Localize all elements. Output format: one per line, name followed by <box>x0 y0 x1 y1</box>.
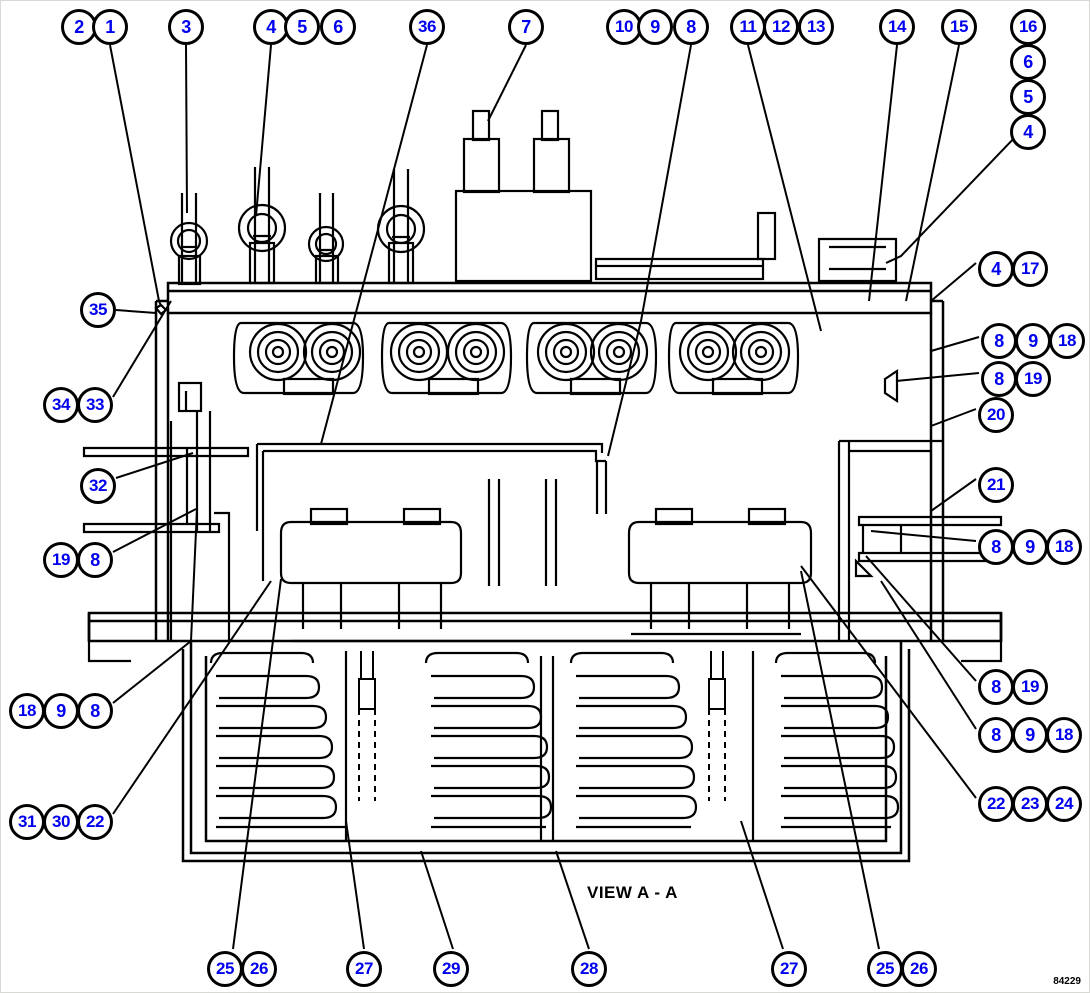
callout-bubble[interactable]: 8 <box>981 361 1017 397</box>
callout-bubble[interactable]: 8 <box>978 717 1014 753</box>
callout-bubble[interactable]: 31 <box>9 804 45 840</box>
mid-deck <box>87 611 1003 643</box>
callout-bubble[interactable]: 6 <box>1010 44 1046 80</box>
callout-bubble[interactable]: 24 <box>1046 786 1082 822</box>
view-section-label: VIEW A - A <box>587 883 678 902</box>
callout-bubble[interactable]: 9 <box>637 9 673 45</box>
callout-bubble[interactable]: 26 <box>901 951 937 987</box>
callout-bubble[interactable]: 8 <box>673 9 709 45</box>
callout-bubble[interactable]: 25 <box>207 951 243 987</box>
callout-bubble[interactable]: 9 <box>1012 529 1048 565</box>
callout-bubble[interactable]: 6 <box>320 9 356 45</box>
callout-bubble[interactable]: 16 <box>1010 9 1046 45</box>
callout-bubble[interactable]: 27 <box>346 951 382 987</box>
callout-bubble[interactable]: 21 <box>978 467 1014 503</box>
callout-bubble[interactable]: 23 <box>1012 786 1048 822</box>
callout-bubble[interactable]: 10 <box>606 9 642 45</box>
callout-bubble[interactable]: 8 <box>77 542 113 578</box>
callout-bubble[interactable]: 18 <box>1046 717 1082 753</box>
callout-bubble[interactable]: 12 <box>763 9 799 45</box>
callout-bubble[interactable]: 27 <box>771 951 807 987</box>
callout-bubble[interactable]: 30 <box>43 804 79 840</box>
callout-bubble[interactable]: 35 <box>80 292 116 328</box>
callout-bubble[interactable]: 4 <box>1010 114 1046 150</box>
callout-bubble[interactable]: 34 <box>43 387 79 423</box>
callout-bubble[interactable]: 8 <box>981 323 1017 359</box>
left-side-ports <box>82 303 250 641</box>
callout-bubble[interactable]: 19 <box>1015 361 1051 397</box>
callout-bubble[interactable]: 32 <box>80 468 116 504</box>
callout-bubble[interactable]: 26 <box>241 951 277 987</box>
callout-bubble[interactable]: 33 <box>77 387 113 423</box>
callout-bubble[interactable]: 20 <box>978 397 1014 433</box>
callout-bubble[interactable]: 22 <box>77 804 113 840</box>
callout-bubble[interactable]: 28 <box>571 951 607 987</box>
callout-bubble[interactable]: 9 <box>1015 323 1051 359</box>
callout-bubble[interactable]: 11 <box>730 9 766 45</box>
callout-bubble[interactable]: 5 <box>1010 79 1046 115</box>
leader-lines-top <box>109 44 1020 457</box>
callout-bubble[interactable]: 5 <box>284 9 320 45</box>
callout-bubble[interactable]: 19 <box>1012 669 1048 705</box>
pan-partitions <box>344 651 755 841</box>
callout-bubble[interactable]: 9 <box>1012 717 1048 753</box>
callout-bubble[interactable]: 29 <box>433 951 469 987</box>
callout-bubble[interactable]: 17 <box>1012 251 1048 287</box>
valve-stem-assemblies <box>169 167 426 286</box>
callout-bubble[interactable]: 2 <box>61 9 97 45</box>
right-side-ports <box>837 368 1003 641</box>
callout-bubble[interactable]: 3 <box>168 9 204 45</box>
cylinder-bore-groups <box>232 321 800 396</box>
callout-bubble[interactable]: 19 <box>43 542 79 578</box>
lower-detail-lines <box>87 613 1003 663</box>
callout-bubble[interactable]: 1 <box>92 9 128 45</box>
callout-bubble[interactable]: 18 <box>1046 529 1082 565</box>
callout-bubble[interactable]: 8 <box>978 669 1014 705</box>
top-assembly <box>454 109 898 283</box>
callout-bubble[interactable]: 7 <box>508 9 544 45</box>
callout-bubble[interactable]: 14 <box>879 9 915 45</box>
deck-plate <box>166 281 933 315</box>
callout-bubble[interactable]: 15 <box>941 9 977 45</box>
callout-bubble[interactable]: 9 <box>43 693 79 729</box>
callout-bubble[interactable]: 18 <box>9 693 45 729</box>
probe-tubes <box>358 651 726 801</box>
callout-bubble[interactable]: 13 <box>798 9 834 45</box>
callout-bubble[interactable]: 36 <box>409 9 445 45</box>
callout-bubble[interactable]: 4 <box>978 251 1014 287</box>
callout-bubble[interactable]: 25 <box>867 951 903 987</box>
callout-bubble[interactable]: 8 <box>978 529 1014 565</box>
callout-bubble[interactable]: 22 <box>978 786 1014 822</box>
leader-lines-bottom <box>232 570 880 950</box>
head-housing <box>154 299 945 641</box>
oil-pan-housing <box>181 641 911 863</box>
callout-bubble[interactable]: 8 <box>77 693 113 729</box>
sheet-code-label: 84229 <box>1053 976 1081 987</box>
leader-lines-right <box>800 262 980 799</box>
mid-chamber <box>255 442 813 629</box>
callout-bubble[interactable]: 18 <box>1049 323 1085 359</box>
coil-fin-patterns <box>209 651 900 829</box>
